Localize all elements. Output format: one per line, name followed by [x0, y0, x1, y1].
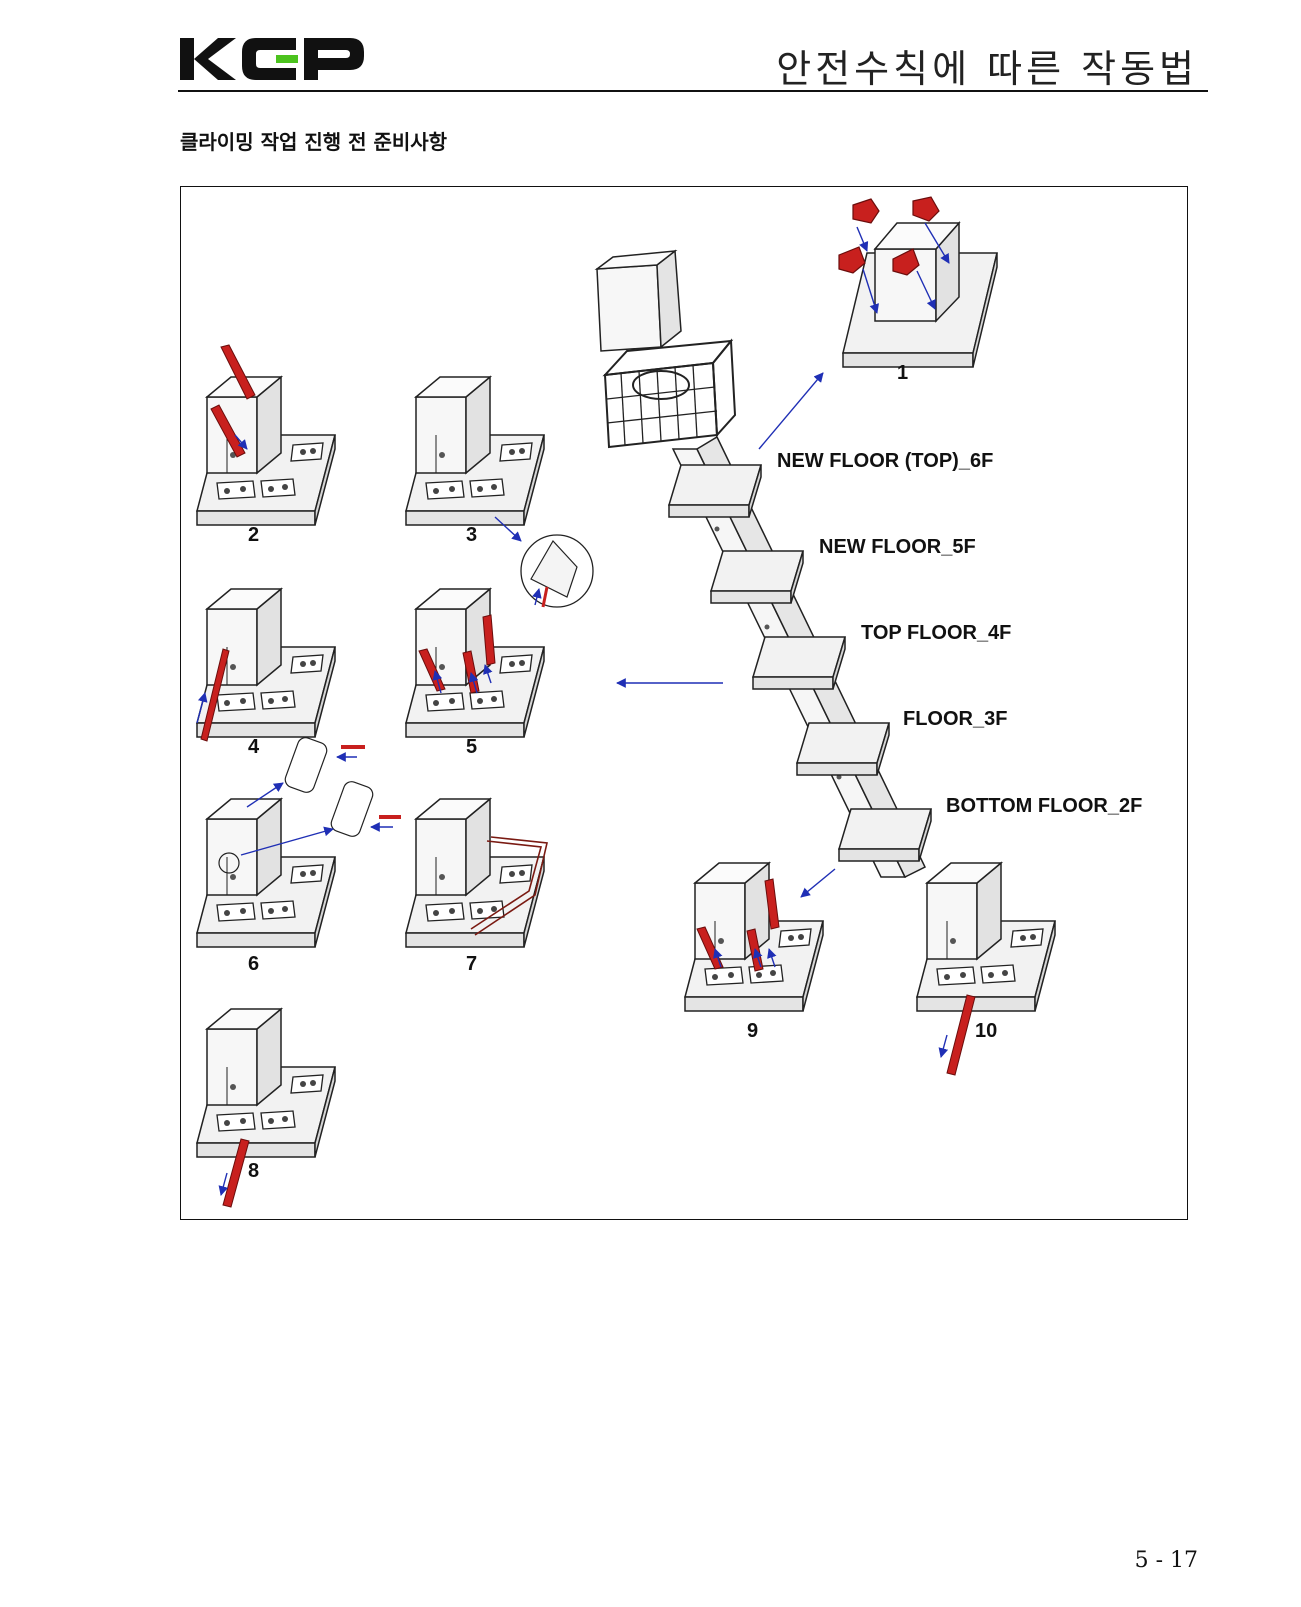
- step-number-4: 4: [248, 736, 260, 758]
- step-6-illustration: [196, 798, 336, 948]
- step-number-3: 3: [466, 524, 477, 546]
- floor-label-2f: BOTTOM FLOOR_2F: [946, 795, 1142, 817]
- step-number-2: 2: [248, 524, 259, 546]
- kcp-logo: [180, 38, 364, 80]
- step-4-illustration: [196, 588, 336, 738]
- floor-label-4f: TOP FLOOR_4F: [861, 622, 1011, 644]
- step-2-red-rods: [210, 344, 256, 458]
- step-7-illustration: [405, 798, 545, 948]
- step-10-illustration: [916, 862, 1056, 1012]
- step-number-8: 8: [248, 1160, 259, 1182]
- page-title: 안전수칙에 따른 작동법: [776, 47, 1198, 91]
- step-8-illustration: [196, 1008, 336, 1158]
- step-6-detail-parts: [284, 737, 401, 837]
- step-3-illustration: [405, 376, 545, 526]
- step-number-9: 9: [747, 1020, 758, 1042]
- floor-label-6f: NEW FLOOR (TOP)_6F: [777, 450, 993, 472]
- floor-label-3f: FLOOR_3F: [903, 708, 1007, 730]
- figure-drawing: NEW FLOOR (TOP)_6F NEW FLOOR_5F TOP FLOO…: [196, 196, 1142, 1208]
- climbing-column: [594, 249, 932, 879]
- floor-label-5f: NEW FLOOR_5F: [819, 536, 976, 558]
- header-divider: [178, 90, 1208, 92]
- step-number-10: 10: [975, 1020, 997, 1042]
- climbing-preparation-figure: NEW FLOOR (TOP)_6F NEW FLOOR_5F TOP FLOO…: [180, 186, 1188, 1220]
- section-title: 클라이밍 작업 진행 전 준비사항: [180, 130, 448, 154]
- step-1-illustration: [838, 196, 998, 368]
- step-number-1: 1: [897, 362, 908, 384]
- page-number: 5 - 17: [1134, 1548, 1198, 1573]
- step-number-7: 7: [466, 953, 477, 975]
- step-number-6: 6: [248, 953, 259, 975]
- step-2-illustration: [196, 376, 336, 526]
- step-number-5: 5: [466, 736, 477, 758]
